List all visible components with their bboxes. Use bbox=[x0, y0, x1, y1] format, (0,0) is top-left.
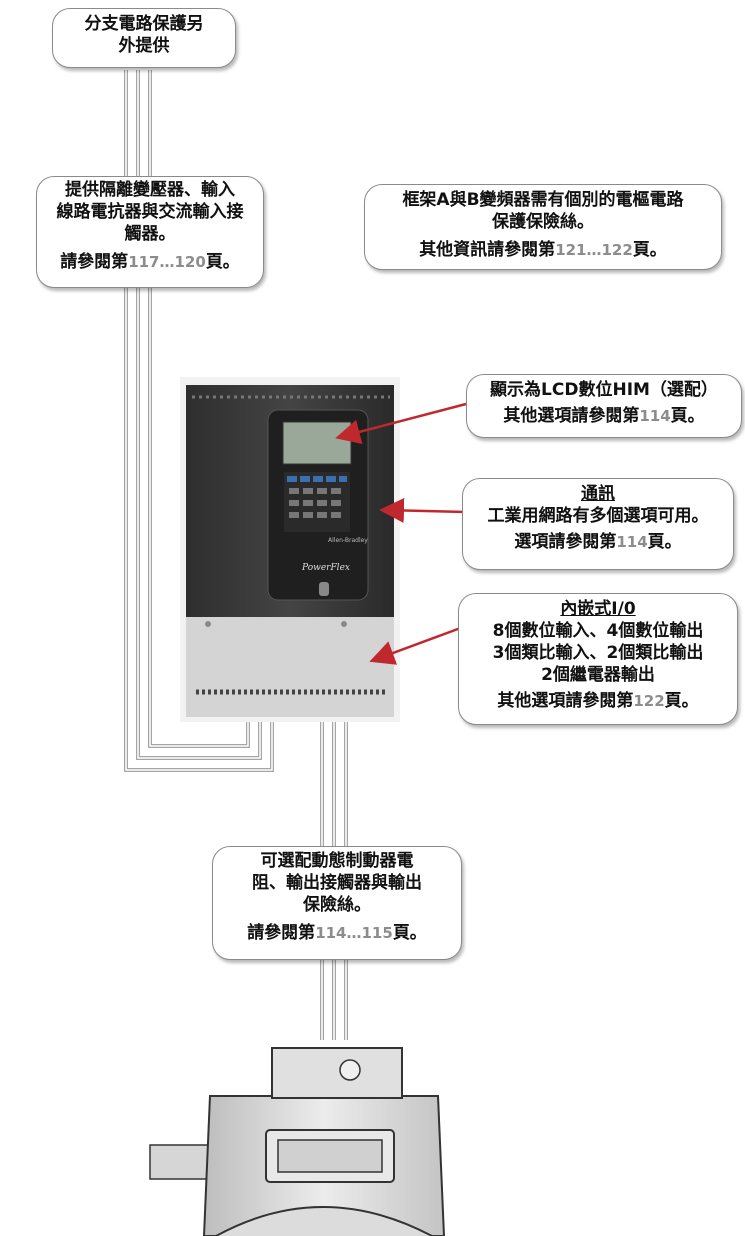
callout-armature-fuse: 框架A與B變頻器需有個別的電樞電路 保護保險絲。 其他資訊請參閱第121…122… bbox=[364, 184, 722, 270]
ref-suffix: 頁。 bbox=[392, 923, 427, 943]
callout-line: 分支電路保護另 bbox=[84, 14, 204, 34]
pointer-arrows bbox=[335, 402, 467, 665]
callout-title: 內嵌式I/0 bbox=[560, 599, 636, 619]
motor-terminal-box bbox=[271, 1047, 403, 1099]
ref-pages: 114 bbox=[639, 407, 671, 425]
ref-prefix: 其他選項請參閱第 bbox=[503, 406, 640, 426]
callout-line: 8個數位輸入、4個數位輸出 bbox=[492, 621, 704, 641]
ref-pages: 122 bbox=[633, 692, 665, 710]
drive-bottom-cover bbox=[186, 617, 394, 717]
page-reference: 其他資訊請參閱第121…122頁。 bbox=[373, 239, 713, 261]
callout-line: 保險絲。 bbox=[303, 895, 371, 915]
mfr-text: Allen-Bradley bbox=[328, 537, 368, 544]
drive-image: Allen-Bradley PowerFlex bbox=[180, 377, 400, 722]
callout-embedded-io: 內嵌式I/0 8個數位輸入、4個數位輸出 3個類比輸入、2個類比輸出 2個繼電器… bbox=[458, 593, 738, 725]
callout-line: 阻、輸出接觸器與輸出 bbox=[252, 873, 422, 893]
ref-suffix: 頁。 bbox=[670, 406, 705, 426]
callout-line: 線路電抗器與交流輸入接 bbox=[56, 202, 244, 222]
ref-prefix: 選項請參閱第 bbox=[514, 532, 617, 552]
callout-line: 2個繼電器輸出 bbox=[541, 665, 655, 685]
callout-isolation-transformer: 提供隔離變壓器、輸入 線路電抗器與交流輸入接 觸器。 請參閱第117…120頁。 bbox=[36, 176, 264, 288]
brand-text: PowerFlex bbox=[301, 563, 350, 573]
page-reference: 其他選項請參閱第114頁。 bbox=[473, 405, 735, 427]
callout-line: 外提供 bbox=[118, 36, 170, 56]
callout-line: 觸器。 bbox=[124, 224, 176, 244]
ref-prefix: 其他資訊請參閱第 bbox=[419, 240, 556, 260]
callout-line: 可選配動態制動器電 bbox=[260, 851, 414, 871]
ref-suffix: 頁。 bbox=[632, 240, 667, 260]
callout-lcd-him: 顯示為LCD數位HIM（選配） 其他選項請參閱第114頁。 bbox=[466, 374, 742, 438]
arrow-him bbox=[335, 402, 467, 445]
motor-nameplate bbox=[277, 1139, 383, 1173]
input-cables-inner bbox=[125, 70, 273, 771]
callout-line: 顯示為LCD數位HIM（選配） bbox=[490, 380, 718, 400]
callout-branch-protection: 分支電路保護另 外提供 bbox=[52, 8, 236, 68]
arrow-io bbox=[369, 624, 467, 665]
ref-suffix: 頁。 bbox=[664, 691, 699, 711]
callout-line: 工業用網路有多個選項可用。 bbox=[487, 506, 709, 526]
page-reference: 其他選項請參閱第122頁。 bbox=[465, 690, 731, 712]
callout-line: 保護保險絲。 bbox=[492, 212, 594, 232]
callout-line: 框架A與B變頻器需有個別的電樞電路 bbox=[402, 190, 684, 210]
lcd-screen bbox=[282, 421, 352, 465]
callout-title: 通訊 bbox=[581, 484, 615, 504]
ref-suffix: 頁。 bbox=[205, 252, 240, 272]
page-reference: 請參閱第117…120頁。 bbox=[43, 251, 257, 273]
drive-latch bbox=[319, 582, 329, 596]
ref-prefix: 請參閱第 bbox=[247, 923, 316, 943]
callout-line: 提供隔離變壓器、輸入 bbox=[65, 180, 235, 200]
ref-prefix: 其他選項請參閱第 bbox=[497, 691, 634, 711]
him-keypad bbox=[284, 472, 350, 532]
callout-communications: 通訊 工業用網路有多個選項可用。 選項請參閱第114頁。 bbox=[462, 478, 734, 570]
callout-dynamic-brake: 可選配動態制動器電 阻、輸出接觸器與輸出 保險絲。 請參閱第114…115頁。 bbox=[212, 846, 462, 960]
page-reference: 請參閱第114…115頁。 bbox=[219, 922, 455, 944]
ref-pages: 114 bbox=[616, 533, 648, 551]
ref-suffix: 頁。 bbox=[647, 532, 682, 552]
arrow-comm bbox=[379, 497, 467, 523]
callout-line: 3個類比輸入、2個類比輸出 bbox=[492, 643, 704, 663]
page-reference: 選項請參閱第114頁。 bbox=[469, 531, 727, 553]
ref-pages: 121…122 bbox=[555, 241, 633, 259]
ref-pages: 117…120 bbox=[128, 253, 206, 271]
ref-prefix: 請參閱第 bbox=[60, 252, 129, 272]
motor-image bbox=[149, 1047, 446, 1236]
ref-pages: 114…115 bbox=[315, 924, 393, 942]
